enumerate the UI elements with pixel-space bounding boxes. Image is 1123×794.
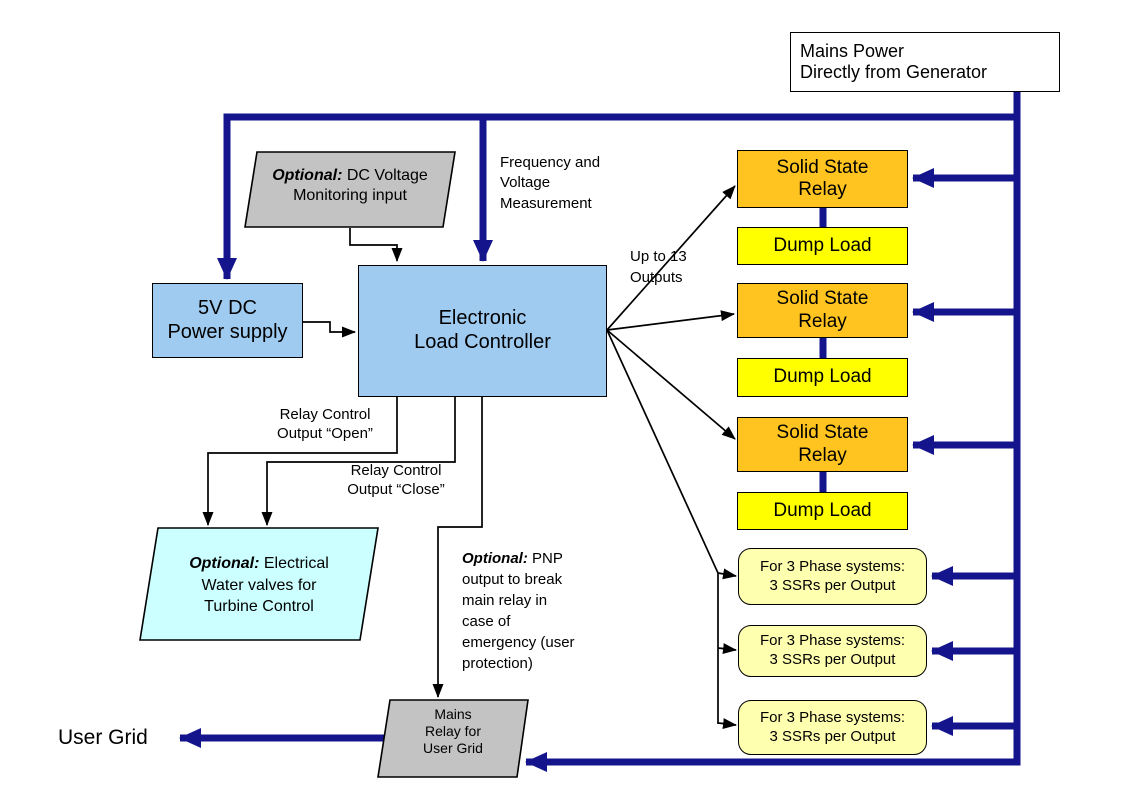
dc-monitor-text: Optional: DC Voltage Monitoring input [250,166,450,206]
water-valves-text: Optional: Electrical Water valves for Tu… [159,553,359,618]
power-supply-to-elc-arrow [303,321,356,338]
ssr1-line2: Relay [798,179,847,200]
pnp-line4: case of [462,613,511,630]
mains-relay-parallelogram [377,699,529,778]
ssr3-line1: Solid State [776,422,869,444]
dump-load-box-3: Dump Load [737,492,908,530]
elc-output-fan-ssr2 [606,310,735,331]
phase1-line1: For 3 Phase systems: [759,557,906,575]
dump2-label: Dump Load [773,366,872,388]
pnp-line1: PNP [527,550,563,567]
top-distribution-line-to-power-supply [217,113,1020,280]
relay-close-label: Relay Control Output “Close” [328,462,464,500]
power-supply-line1: 5V DC [198,296,257,319]
pnp-line2: output to break [462,571,563,588]
phase1-branch-arrow [717,568,737,580]
pnp-output-to-mains-relay-arrow [432,397,483,698]
mains-relay-line3: User Grid [423,739,483,756]
dc-monitor-to-elc-arrow [349,228,403,262]
dc-monitor-line1: DC Voltage [342,167,428,184]
dump-load-box-2: Dump Load [737,358,908,397]
elc-line1: Electronic [438,307,527,330]
three-phase-box-1: For 3 Phase systems: 3 SSRs per Output [738,548,927,605]
water-valves-line3: Turbine Control [204,598,314,616]
dc-monitor-optional: Optional: [272,167,343,184]
mains-power-line1: Mains Power [800,40,905,61]
solid-state-relay-box-3: Solid State Relay [737,417,908,472]
relay-open-line2: Output “Open” [277,424,373,442]
up-to-13-outputs-label: Up to 13 Outputs [630,246,687,288]
power-supply-box: 5V DC Power supply [152,283,303,358]
ssr2-line1: Solid State [776,288,869,310]
dc-monitor-parallelogram [244,151,456,228]
relay-close-line2: Output “Close” [347,480,445,498]
pnp-output-label: Optional: PNP output to break main relay… [462,548,612,674]
dump3-label: Dump Load [773,499,872,521]
elc-output-fan-ssr1 [606,185,736,331]
pnp-line5: emergency (user [462,634,575,651]
power-supply-line2: Power supply [167,320,288,343]
freq-voltage-line2: Voltage [500,174,551,192]
phase2-line2: 3 SSRs per Output [769,651,896,668]
phase3-line1: For 3 Phase systems: [759,708,906,726]
freq-voltage-line1: Frequency and [500,154,601,171]
dc-monitor-line2: Monitoring input [293,187,407,204]
three-phase-box-3: For 3 Phase systems: 3 SSRs per Output [738,700,927,755]
phase1-line2: 3 SSRs per Output [769,576,896,594]
phase2-line1: For 3 Phase systems: [759,632,906,650]
water-valves-optional: Optional: [189,555,260,572]
mains-power-line2: Directly from Generator [800,62,988,82]
relay-close-line1: Relay Control [350,462,442,479]
phase3-branch-arrow [717,718,737,730]
elc-output-fan-phase-group [606,329,719,724]
relay-open-output-arrow [202,397,398,526]
elc-output-fan-ssr3 [606,329,736,440]
solid-state-relay-box-1: Solid State Relay [737,150,908,208]
mains-relay-line1: Mains [434,706,472,722]
up-to-13-line2: Outputs [630,269,683,286]
pnp-optional: Optional: [462,550,528,567]
electronic-load-controller-box: Electronic Load Controller [358,265,607,397]
up-to-13-line1: Up to 13 [630,248,687,265]
solid-state-relay-box-2: Solid State Relay [737,283,908,338]
pnp-line3: main relay in [462,592,548,609]
relay-open-label: Relay Control Output “Open” [260,406,390,444]
relay-close-output-arrow [261,397,456,526]
relay-open-line1: Relay Control [279,406,371,423]
ssr3-line2: Relay [798,444,847,466]
user-grid-label: User Grid [58,726,148,749]
water-valves-parallelogram [139,527,379,641]
ssr1-line1: Solid State [776,156,869,178]
mains-relay-line2: Relay for [424,722,482,739]
phase3-line2: 3 SSRs per Output [769,727,896,745]
three-phase-box-2: For 3 Phase systems: 3 SSRs per Output [738,625,927,677]
elc-line2: Load Controller [414,331,551,353]
mains-relay-text: Mains Relay for User Grid [378,706,528,756]
mains-power-box: Mains Power Directly from Generator [790,32,1060,92]
pnp-line6: protection) [462,655,533,672]
water-valves-line1: Electrical [259,555,329,572]
phase2-branch-arrow [717,643,737,655]
freq-voltage-label: Frequency and Voltage Measurement [500,153,600,214]
dump-load-box-1: Dump Load [737,227,908,265]
freq-voltage-line3: Measurement [500,194,592,212]
dump1-label: Dump Load [773,234,872,256]
ssr2-line2: Relay [798,310,847,332]
water-valves-line2: Water valves for [201,576,317,594]
